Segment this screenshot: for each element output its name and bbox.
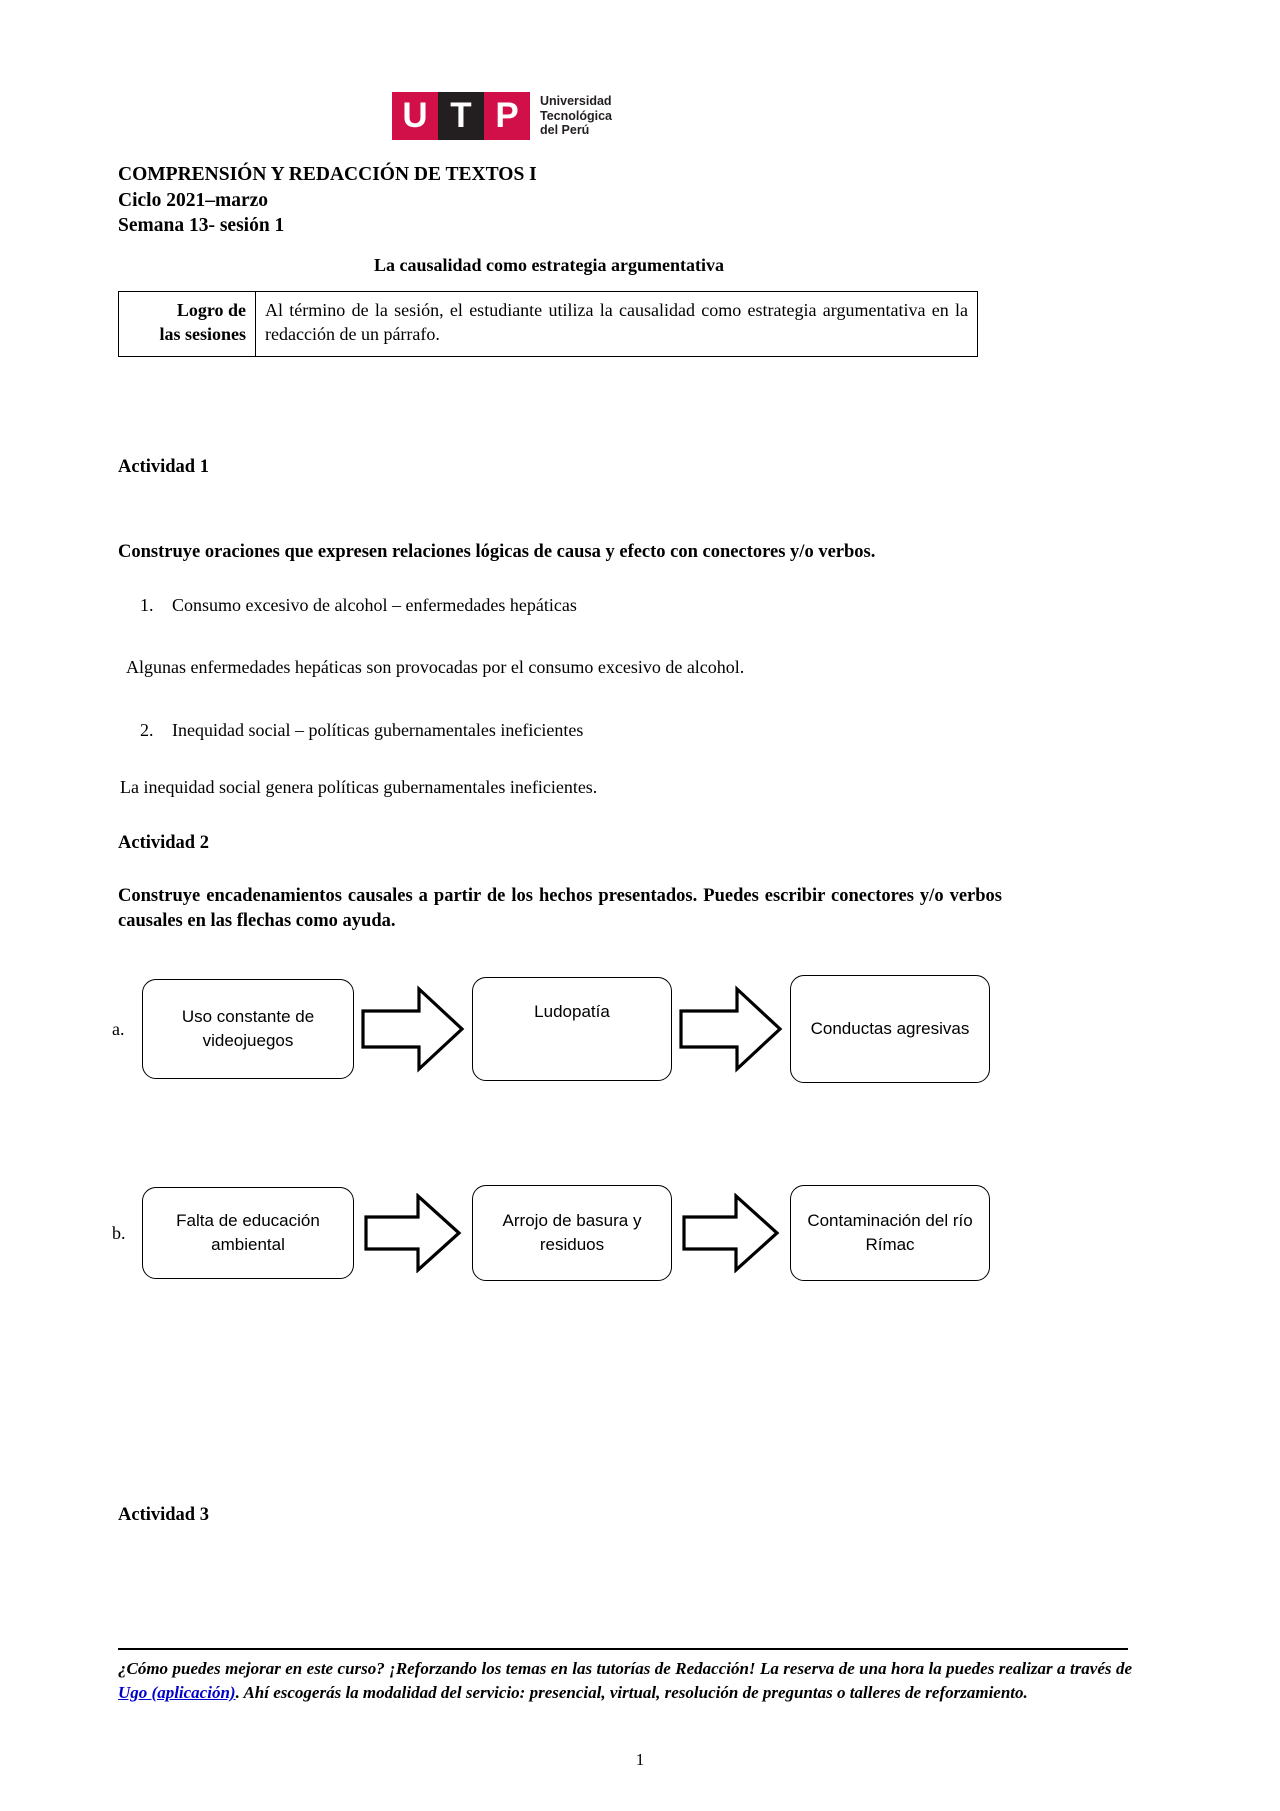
footer-note-part1: ¿Cómo puedes mejorar en este curso? ¡Ref…	[118, 1659, 1132, 1678]
utp-logo: U T P Universidad Tecnológica del Perú	[392, 92, 612, 140]
activity-1-item-1: 1. Consumo excesivo de alcohol – enferme…	[140, 595, 577, 616]
logo-letter-u: U	[392, 92, 438, 140]
activity-1-instruction: Construye oraciones que expresen relacio…	[118, 542, 876, 562]
chain-a-box-1[interactable]: Uso constante de videojuegos	[142, 979, 354, 1079]
item-number: 1.	[140, 595, 154, 615]
activity-2-instruction: Construye encadenamientos causales a par…	[118, 886, 1002, 932]
footer-note-part2: . Ahí escogerás la modalidad del servici…	[235, 1683, 1028, 1703]
activity-1-answer-1[interactable]: Algunas enfermedades hepáticas son provo…	[126, 657, 745, 677]
learning-outcome-text: Al término de la sesión, el estudiante u…	[255, 291, 978, 357]
chain-a-box-3[interactable]: Conductas agresivas	[790, 975, 990, 1083]
logo-university-name: Universidad Tecnológica del Perú	[540, 93, 613, 138]
chain-letter-a: a.	[112, 1018, 125, 1039]
activity-1-item-2: 2. Inequidad social – políticas gubernam…	[140, 720, 583, 741]
item-prompt: Consumo excesivo de alcohol – enfermedad…	[172, 595, 577, 615]
arrow-icon	[354, 1193, 472, 1273]
arrow-icon	[672, 985, 790, 1073]
causal-chain-b: b. Falta de educación ambiental Arrojo d…	[112, 1185, 992, 1281]
logo-letter-t: T	[438, 92, 484, 140]
week-label: Semana 13- sesión 1	[118, 215, 285, 237]
arrow-icon	[354, 985, 472, 1073]
item-prompt: Inequidad social – políticas gubernament…	[172, 720, 584, 740]
activity-1-answer-2[interactable]: La inequidad social genera políticas gub…	[120, 777, 598, 797]
learning-outcome-table: Logro de las sesiones Al término de la s…	[118, 291, 978, 357]
logo-letter-p: P	[484, 92, 530, 140]
chain-b-box-1[interactable]: Falta de educación ambiental	[142, 1187, 354, 1279]
activity-2-title: Actividad 2	[118, 833, 209, 853]
course-title: COMPRENSIÓN Y REDACCIÓN DE TEXTOS I	[118, 164, 537, 185]
cycle-label: Ciclo 2021–marzo	[118, 189, 269, 211]
page-number: 1	[635, 1750, 645, 1769]
causal-chain-a: a. Uso constante de videojuegos Ludopatí…	[112, 975, 992, 1083]
footer-divider	[118, 1648, 1128, 1650]
ugo-app-link[interactable]: Ugo (aplicación)	[118, 1683, 236, 1703]
utp-logo-mark: U T P	[392, 92, 530, 140]
session-title: La causalidad como estrategia argumentat…	[374, 255, 724, 275]
document-header: COMPRENSIÓN Y REDACCIÓN DE TEXTOS I Cicl…	[118, 162, 537, 239]
arrow-icon	[672, 1193, 790, 1273]
footer-note: ¿Cómo puedes mejorar en este curso? ¡Ref…	[118, 1657, 1132, 1705]
table-row: Logro de las sesiones Al término de la s…	[118, 291, 978, 357]
activity-3-title: Actividad 3	[118, 1505, 209, 1525]
item-number: 2.	[140, 720, 154, 740]
learning-outcome-label: Logro de las sesiones	[118, 291, 256, 357]
chain-letter-b: b.	[112, 1222, 126, 1243]
activity-1-title: Actividad 1	[118, 457, 209, 477]
chain-a-box-2[interactable]: Ludopatía	[472, 977, 672, 1081]
chain-b-box-3[interactable]: Contaminación del río Rímac	[790, 1185, 990, 1281]
chain-b-box-2[interactable]: Arrojo de basura y residuos	[472, 1185, 672, 1281]
